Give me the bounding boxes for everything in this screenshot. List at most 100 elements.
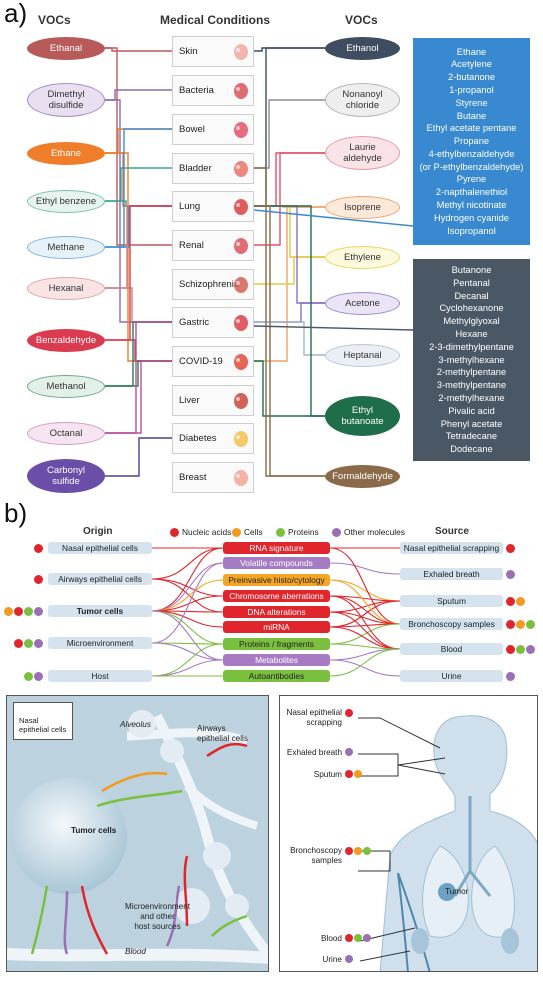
condition-bowel: Bowel (172, 113, 254, 145)
biomarker-proteins-fragments: Proteins / fragments (223, 638, 330, 650)
voc-list-item: Hexane (455, 329, 488, 339)
condition-covid-19: COVID-19 (172, 345, 254, 377)
origin-marker-dot (24, 606, 33, 616)
origin-marker-dot (34, 574, 43, 584)
biomarker-autoantibodies: Autoantibodies (223, 670, 330, 682)
body-drawing (358, 715, 537, 971)
origin-biomarker-link (151, 610, 224, 661)
right-voc-5: Acetone (325, 291, 400, 315)
voc-list-item: 2-3-dimethylpentane (429, 341, 514, 352)
left-voc-2: Ethane (27, 141, 105, 165)
left-voc-3: Ethyl benzene (27, 189, 105, 213)
biomarker-preinvasive-histo-cytology: Preinvasive histo/cytology (223, 574, 330, 586)
voc-list-item: Acetylene (451, 59, 492, 70)
panel-b-connection-lines (151, 547, 401, 677)
airways-epithelial-cells-label: Airways epithelial cells (197, 724, 248, 743)
right-voc-4: Ethylene (325, 245, 400, 269)
panel-a-label: a) (4, 0, 28, 28)
right-voc-link (254, 152, 325, 246)
biomarker-source-link (329, 600, 401, 628)
panel-b-label: b) (4, 498, 28, 528)
body-source-marker-dot (345, 709, 353, 717)
voc-list-item: Ethane (456, 46, 487, 57)
tumor-label: Tumor (445, 887, 469, 896)
biomarker-source-link (329, 648, 401, 661)
source-marker-dot (526, 619, 535, 629)
voc-list-item: Methyl nicotinate (436, 200, 507, 211)
legend-item: Other molecules (332, 527, 405, 537)
voc-list-item: 4-ethylbenzaldehyde (428, 148, 515, 159)
voc-list-item: 2-butanone (447, 72, 496, 83)
source-bronchoscopy-samples: Bronchoscopy samples (400, 618, 503, 630)
voc-list-item: Pentanal (453, 277, 490, 288)
origin-microenvironment: Microenvironment (48, 637, 152, 649)
lung-icon (232, 197, 250, 217)
origin-marker-dot (4, 606, 13, 616)
biomarker-source-link (329, 595, 401, 650)
condition-label: Bacteria (179, 84, 214, 96)
virus-icon (232, 352, 250, 372)
body-source-marker-dot (345, 847, 353, 855)
tumor-microenvironment-illustration: Nasal epithelial cells Alveolus Airways … (6, 695, 269, 972)
origin-biomarker-link (151, 642, 224, 661)
source-urine: Urine (400, 670, 503, 682)
right-voc-link (254, 256, 325, 285)
origin-tumor-cells: Tumor cells (48, 605, 152, 617)
left-voc-8: Octanal (27, 421, 105, 445)
right-voc-0: Ethanol (325, 36, 400, 60)
origin-biomarker-link (151, 579, 224, 612)
legend-label: Other molecules (344, 527, 405, 537)
body-source-marker-dot (345, 770, 353, 778)
left-voc-1: Dimethyl disulfide (27, 83, 105, 117)
right-voc-link (254, 360, 325, 417)
voc-list-item: Tetradecane (445, 431, 498, 442)
left-voc-9: Carbonyl sulfide (27, 459, 105, 493)
voc-list-item: Decanal (454, 290, 489, 301)
right-voc-2: Laurie aldehyde (325, 136, 400, 170)
voc-list-item: Ethyl acetate pentane (426, 123, 517, 134)
biomarker-source-link (329, 648, 401, 677)
source-header: Source (435, 526, 469, 537)
left-voc-5: Hexanal (27, 276, 105, 300)
panel-a-connection-lines (105, 47, 414, 477)
source-sputum: Sputum (400, 595, 503, 607)
stomach-icon (232, 313, 250, 333)
source-marker-dot (506, 596, 515, 606)
microenvironment-drawing (7, 696, 268, 971)
condition-label: Gastric (179, 316, 210, 328)
right-voc-3: Isoprene (325, 195, 400, 219)
condition-label: Skin (179, 45, 198, 57)
condition-renal: Renal (172, 229, 254, 261)
biomarker-source-link (329, 611, 401, 650)
origin-biomarker-link (151, 547, 224, 580)
liver-icon (232, 391, 250, 411)
biomarker-dna-alterations: DNA alterations (223, 606, 330, 618)
list-link (253, 325, 414, 331)
condition-schizophrenia: Schizophrenia (172, 268, 254, 300)
condition-label: COVID-19 (179, 355, 223, 367)
voc-list-item: 3-methylpentane (436, 380, 507, 391)
biomarker-source-link (329, 659, 401, 677)
voc-list-item: Hydrogen cyanide (434, 212, 509, 223)
body-source-marker-dot (345, 934, 353, 942)
condition-diabetes: Diabetes (172, 422, 254, 454)
biomarker-mirna: miRNA (223, 621, 330, 633)
biomarker-rna-signature: RNA signature (223, 542, 330, 554)
voc-list-item: Propane (453, 136, 490, 147)
legend-label: Nucleic acids (182, 527, 232, 537)
origin-marker-dot (34, 543, 43, 553)
voc-list-item: 2-methylpentane (436, 367, 507, 378)
condition-label: Bladder (179, 162, 212, 174)
source-nasal-epithelial-scrapping: Nasal epithelial scrapping (400, 542, 503, 554)
voc-list-item: 2-methylhexane (438, 392, 505, 403)
left-voc-7: Methanol (27, 374, 105, 398)
voc-list-item: Isopropanol (447, 225, 496, 236)
condition-liver: Liver (172, 384, 254, 416)
right-voc-link (254, 205, 325, 477)
right-voc-1: Nonanoyl chloride (325, 83, 400, 117)
origin-marker-dot (34, 606, 43, 616)
right-voc-8: Formaldehyde (325, 464, 400, 488)
biomarker-chromosome-aberrations: Chromosome aberrations (223, 590, 330, 602)
left-voc-0: Ethanal (27, 36, 105, 60)
biomarker-metabolites: Metabolites (223, 654, 330, 666)
